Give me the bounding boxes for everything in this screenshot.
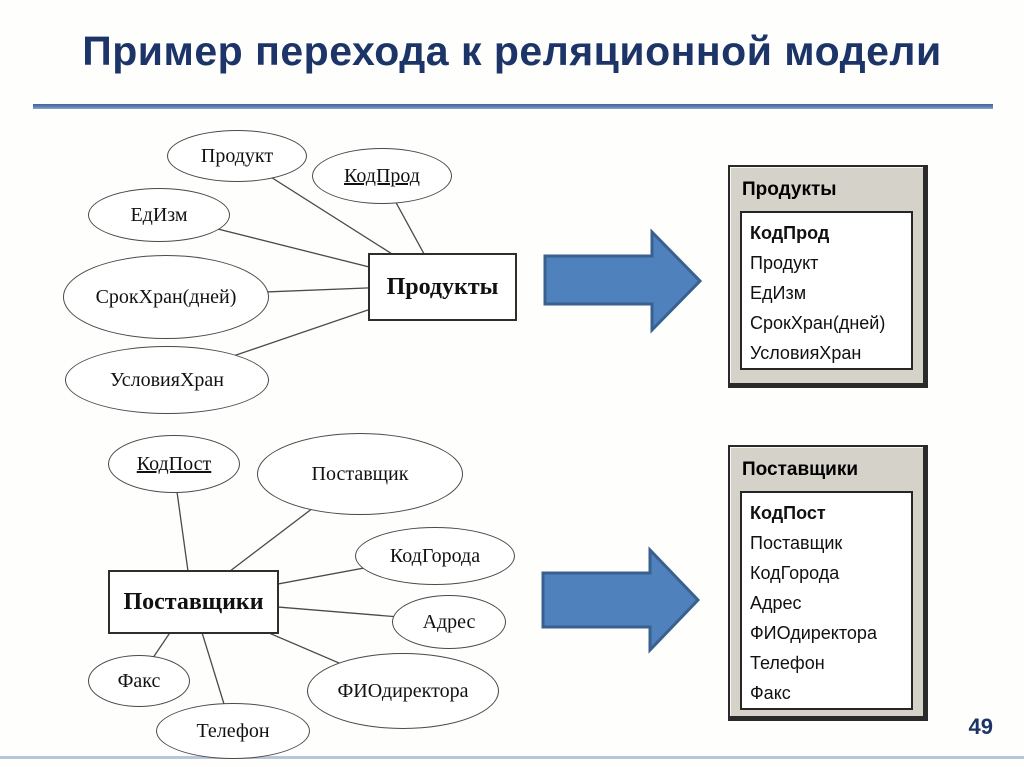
attribute-ellipse-adres: Адрес (392, 595, 506, 649)
attribute-ellipse-product: Продукт (167, 130, 307, 182)
table-window-title: Поставщики (742, 459, 859, 480)
entity-rect-suppliers: Поставщики (108, 570, 279, 634)
attribute-ellipse-fiodirektora: ФИОдиректора (307, 653, 499, 729)
title-underline-rule (33, 104, 993, 109)
slide-title: Пример перехода к реляционной модели (82, 28, 942, 74)
table-field-list: КодПост Поставщик КодГорода Адрес ФИОдир… (740, 491, 913, 710)
table-field-list: КодПрод Продукт ЕдИзм СрокХран(дней) Усл… (740, 211, 913, 370)
attribute-ellipse-telefon: Телефон (156, 703, 310, 759)
table-window-suppliers: Поставщики КодПост Поставщик КодГорода А… (728, 445, 928, 721)
attribute-ellipse-srokhran: СрокХран(дней) (63, 255, 269, 339)
entity-rect-products: Продукты (368, 253, 517, 321)
attribute-ellipse-faks: Факс (88, 655, 190, 707)
attribute-ellipse-postavshchik: Поставщик (257, 433, 463, 515)
table-field: Продукт (750, 253, 819, 273)
transform-arrow-top (543, 228, 703, 334)
attribute-ellipse-usloviyakhran: УсловияХран (65, 346, 269, 414)
attribute-ellipse-edizm: ЕдИзм (88, 188, 230, 242)
attribute-ellipse-kodprod: КодПрод (312, 148, 452, 204)
table-field: ФИОдиректора (750, 623, 877, 643)
attribute-ellipse-kodpost: КодПост (108, 435, 240, 493)
transform-arrow-bottom (541, 546, 701, 654)
table-field: КодГорода (750, 563, 840, 583)
attribute-ellipse-kodgoroda: КодГорода (355, 527, 515, 585)
page-number: 49 (968, 714, 993, 739)
table-field: УсловияХран (750, 343, 862, 363)
table-field: Телефон (750, 653, 825, 673)
table-field: Адрес (750, 593, 802, 613)
table-window-title: Продукты (742, 179, 837, 200)
table-field: СрокХран(дней) (750, 313, 886, 333)
footer-rule (0, 756, 1024, 759)
table-field-key: КодПост (750, 503, 826, 523)
table-field: Факс (750, 683, 791, 703)
table-field: ЕдИзм (750, 283, 807, 303)
table-field: Поставщик (750, 533, 843, 553)
table-window-products: Продукты КодПрод Продукт ЕдИзм СрокХран(… (728, 165, 928, 388)
table-field-key: КодПрод (750, 223, 830, 243)
